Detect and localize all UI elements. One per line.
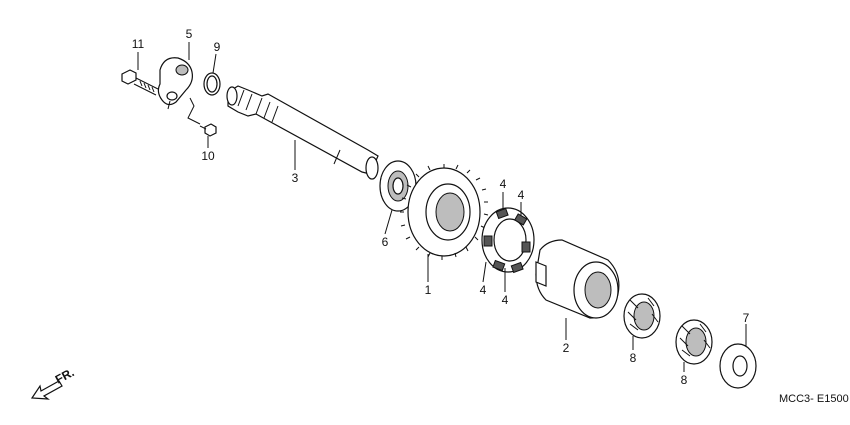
part-2-hub [535, 239, 620, 319]
front-direction-arrow-icon [30, 380, 63, 400]
part-1-gear [400, 164, 489, 260]
part-7-washer [719, 343, 757, 389]
callout-11: 11 [132, 37, 145, 51]
part-8-bearing-b [675, 319, 713, 365]
callout-8-second: 8 [681, 373, 688, 387]
callout-4-top-right: 4 [518, 188, 525, 202]
diagram-code: MCC3- E1500 [779, 393, 849, 405]
callout-9: 9 [214, 40, 221, 54]
callout-6: 6 [382, 235, 389, 249]
callout-8-first: 8 [630, 351, 637, 365]
callout-4-top-left: 4 [500, 177, 507, 191]
callout-1: 1 [425, 283, 432, 297]
callout-7: 7 [743, 311, 750, 325]
leader-lines [137, 42, 747, 372]
part-10-bolt [199, 123, 217, 137]
callout-5: 5 [186, 27, 193, 41]
part-3-shaft [226, 85, 379, 180]
callout-4-bottom-right: 4 [502, 293, 509, 307]
part-11-bolt [121, 69, 159, 96]
callout-2: 2 [563, 341, 570, 355]
callout-3: 3 [292, 171, 299, 185]
callout-4-bottom-left: 4 [480, 283, 487, 297]
part-9-washer [203, 72, 221, 96]
part-5-arm [157, 57, 193, 110]
part-4-cage [481, 207, 535, 274]
callout-10: 10 [201, 149, 215, 163]
part-8-bearing-a [623, 293, 661, 339]
